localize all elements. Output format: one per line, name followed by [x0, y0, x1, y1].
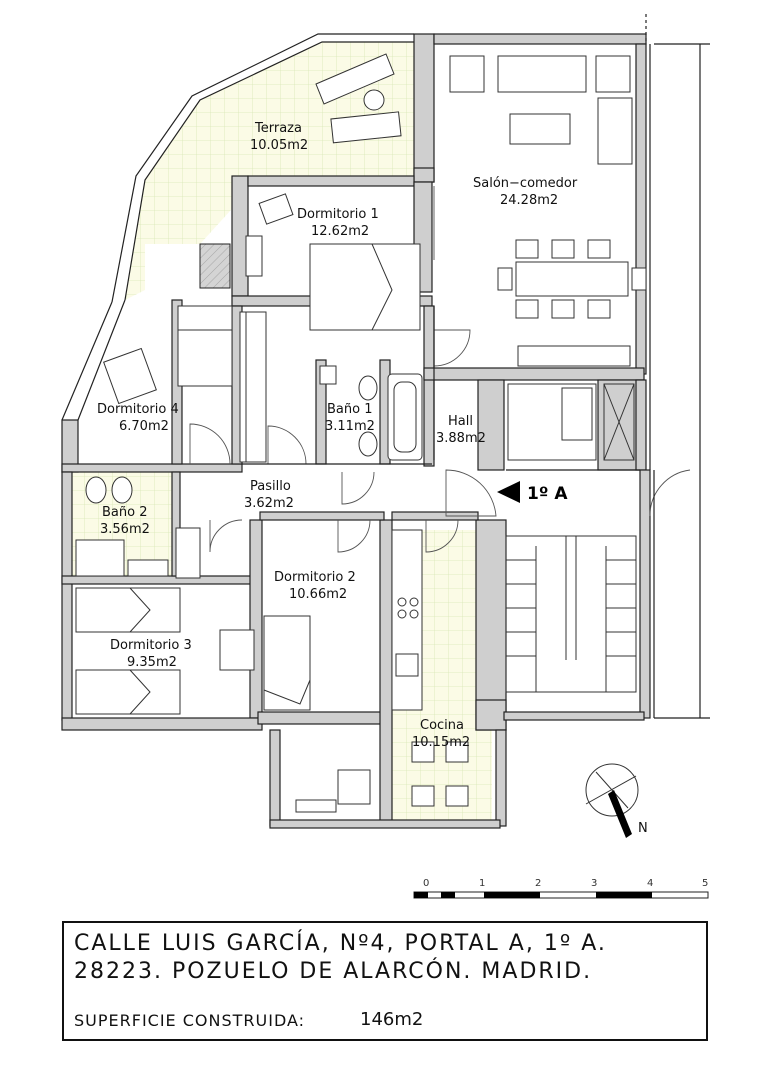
dormitorio4-furniture: [103, 305, 233, 405]
bano1-name: Baño 1: [327, 402, 372, 417]
terraza-name: Terraza: [254, 121, 302, 136]
cocina-name: Cocina: [420, 718, 464, 733]
cocina-fixtures: [391, 529, 469, 807]
north-arrow-icon: [608, 790, 632, 838]
cocina-area: 10.15m2: [412, 735, 470, 750]
title-block: CALLE LUIS GARCÍA, Nº4, PORTAL A, 1º A. …: [62, 921, 708, 1041]
bano1-area: 3.11m2: [325, 419, 375, 434]
bano2-name: Baño 2: [102, 505, 147, 520]
entrance-marker: 1º A: [497, 481, 568, 504]
wardrobes: [175, 311, 267, 579]
doors: [189, 186, 691, 553]
entrance-arrow-icon: [497, 481, 520, 503]
dormitorio3-area: 9.35m2: [127, 655, 177, 670]
dormitorio1-furniture: [245, 193, 421, 331]
address-line-2: 28223. POZUELO DE ALARCÓN. MADRID.: [74, 959, 593, 984]
entrance-label: 1º A: [527, 484, 568, 504]
pasillo-area: 3.62m2: [244, 496, 294, 511]
bano2-fixtures: [75, 476, 169, 577]
hall-name: Hall: [448, 414, 473, 429]
bano1-fixtures: [319, 365, 423, 461]
pasillo-name: Pasillo: [250, 479, 291, 494]
superficie-value: 146m2: [360, 1009, 424, 1030]
dormitorio2-furniture: [263, 615, 371, 813]
dormitorio2-area: 10.66m2: [289, 587, 347, 602]
north-compass: N: [585, 763, 648, 838]
north-label: N: [638, 821, 648, 836]
salon-name: Salón−comedor: [473, 176, 578, 191]
scale-tick-3: 3: [591, 878, 597, 889]
address-line-1: CALLE LUIS GARCÍA, Nº4, PORTAL A, 1º A.: [74, 931, 607, 956]
room-labels: Terraza 10.05m2 Salón−comedor 24.28m2 Do…: [97, 121, 578, 750]
terraza-area: 10.05m2: [250, 138, 308, 153]
dormitorio1-name: Dormitorio 1: [297, 207, 379, 222]
dormitorio4-area: 6.70m2: [119, 419, 169, 434]
scale-tick-1: 1: [479, 878, 485, 889]
terraza-furniture: [315, 53, 402, 144]
terraza-railing: [61, 33, 414, 421]
scale-tick-4: 4: [647, 878, 653, 889]
elevator: [507, 383, 635, 461]
superficie-label: SUPERFICIE CONSTRUIDA:: [74, 1011, 306, 1030]
dormitorio2-name: Dormitorio 2: [274, 570, 356, 585]
scale-tick-0: 0: [423, 878, 429, 889]
salon-furniture: [449, 55, 647, 367]
scale-tick-2: 2: [535, 878, 541, 889]
salon-area: 24.28m2: [500, 193, 558, 208]
dormitorio3-name: Dormitorio 3: [110, 638, 192, 653]
hall-area: 3.88m2: [436, 431, 486, 446]
terraza-floor: [125, 42, 414, 300]
compass-icon: [585, 763, 639, 817]
dormitorio4-name: Dormitorio 4: [97, 402, 179, 417]
stairs: [505, 535, 637, 693]
scale-tick-5: 5: [702, 878, 708, 889]
dormitorio3-furniture: [75, 587, 255, 715]
bano2-area: 3.56m2: [100, 522, 150, 537]
floor-plan: Terraza 10.05m2 Salón−comedor 24.28m2 Do…: [61, 14, 710, 899]
partitions: [242, 14, 710, 719]
scale-bar: 0 1 2 3 4 5: [413, 878, 709, 899]
dormitorio1-area: 12.62m2: [311, 224, 369, 239]
terraza-vent: [199, 243, 231, 289]
